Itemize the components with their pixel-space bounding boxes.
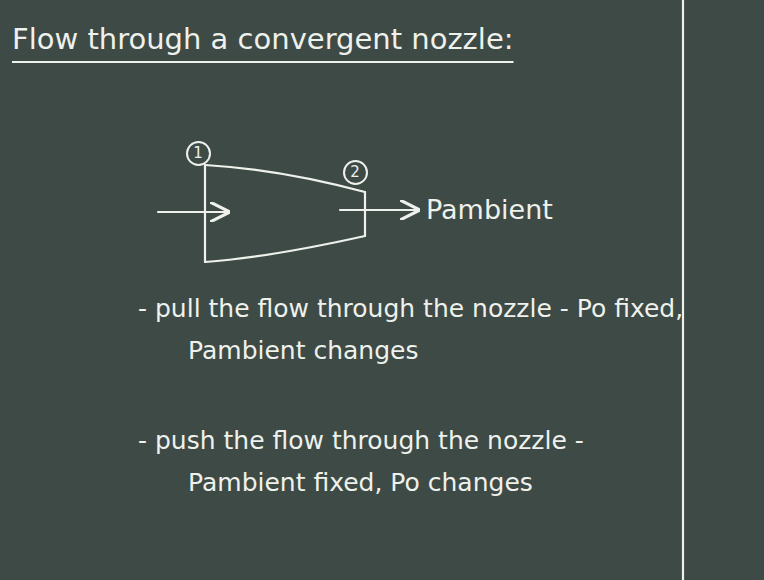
station-number: 1 bbox=[193, 146, 203, 161]
station-circle: 1 bbox=[186, 141, 211, 166]
inlet-section bbox=[204, 165, 206, 262]
flow-arrow bbox=[158, 211, 228, 213]
pressure-label: Pambient bbox=[426, 194, 553, 226]
nozzle-wall bbox=[205, 236, 365, 262]
board-divider bbox=[682, 0, 684, 580]
note-text: - pull the flow through the nozzle - Po … bbox=[138, 288, 688, 372]
exit-section bbox=[364, 192, 366, 236]
station-circle: 2 bbox=[343, 160, 368, 185]
note-text: - push the flow through the nozzle - Pam… bbox=[138, 420, 688, 504]
flow-arrow bbox=[340, 209, 418, 211]
station-number: 2 bbox=[350, 165, 360, 180]
board-heading: Flow through a convergent nozzle: bbox=[12, 6, 516, 72]
nozzle-wall bbox=[205, 165, 365, 192]
